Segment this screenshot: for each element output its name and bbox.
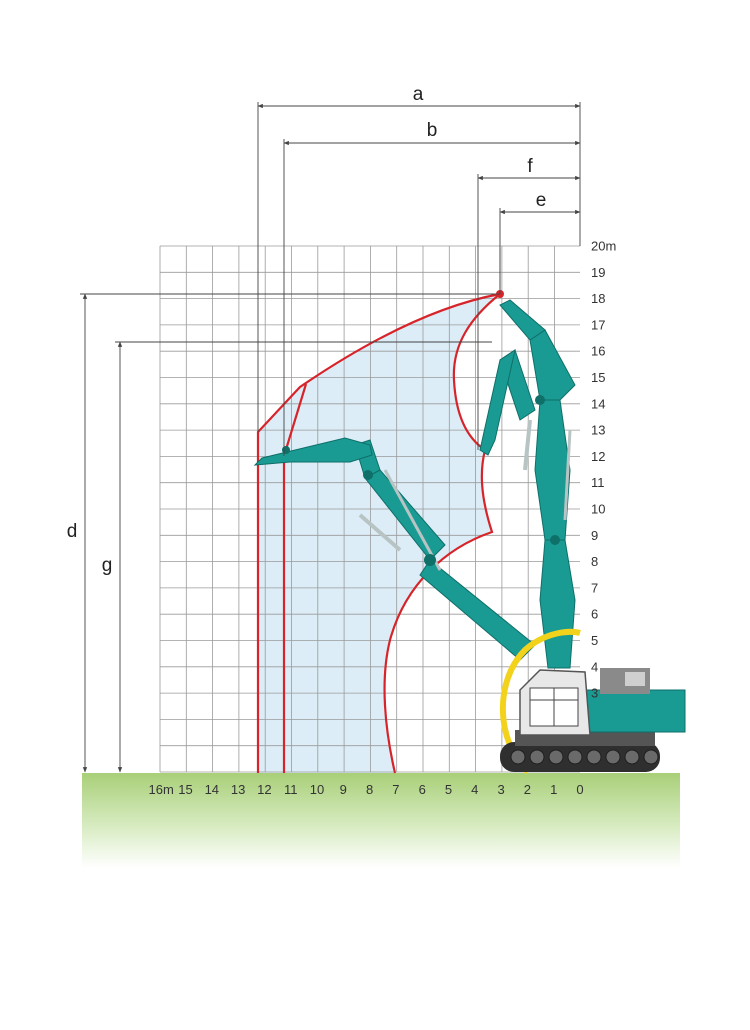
reach-tick-label: 8 <box>366 782 373 797</box>
reach-tick-label: 2 <box>524 782 531 797</box>
height-scale-labels: 20m 19 18 17 16 15 14 13 12 11 10 9 8 7 6 5 4 3 <box>591 239 616 701</box>
reach-tick-label: 5 <box>445 782 452 797</box>
reach-tick-label: 10 <box>310 782 324 797</box>
height-tick-label: 6 <box>591 607 598 622</box>
track-roller <box>548 749 564 765</box>
boom-raised-position <box>479 248 576 669</box>
track-roller <box>510 749 526 765</box>
dimension-d-label: d <box>67 521 78 542</box>
reach-tick-label: 0 <box>576 782 583 797</box>
reach-tick-label: 7 <box>392 782 399 797</box>
height-tick-label: 18 <box>591 291 605 306</box>
reach-tick-label: 4 <box>471 782 478 797</box>
height-tick-label: 13 <box>591 423 605 438</box>
boom-extended-position <box>253 437 536 661</box>
height-tick-label: 19 <box>591 265 605 280</box>
ground <box>82 773 680 868</box>
reach-tick-label: 13 <box>231 782 245 797</box>
track-roller <box>605 749 621 765</box>
height-tick-label: 16 <box>591 344 605 359</box>
height-tick-label: 14 <box>591 396 605 411</box>
dimension-lines <box>80 102 581 773</box>
track-roller <box>529 749 545 765</box>
track-roller <box>624 749 640 765</box>
reach-tick-label: 15 <box>178 782 192 797</box>
reach-tick-label: 1 <box>550 782 557 797</box>
height-tick-label: 4 <box>591 659 598 674</box>
dimension-a-label: a <box>413 84 424 105</box>
dimension-g-label: g <box>102 555 113 576</box>
height-tick-label: 10 <box>591 502 605 517</box>
reach-tick-label: 14 <box>205 782 219 797</box>
reach-tick-label: 3 <box>497 782 504 797</box>
height-tick-label: 7 <box>591 580 598 595</box>
track-roller <box>643 749 659 765</box>
height-tick-label: 15 <box>591 370 605 385</box>
reach-tick-label: 12 <box>257 782 271 797</box>
reach-tick-label: 16m <box>149 782 174 797</box>
height-tick-label: 20m <box>591 239 616 254</box>
reach-tick-label: 6 <box>419 782 426 797</box>
height-tick-label: 17 <box>591 317 605 332</box>
dimension-b-label: b <box>427 120 438 141</box>
track-roller <box>567 749 583 765</box>
height-tick-label: 11 <box>591 475 605 490</box>
dimension-f-label: f <box>527 156 533 177</box>
reach-tick-label: 9 <box>340 782 347 797</box>
reach-tick-label: 11 <box>284 782 298 797</box>
height-tick-label: 3 <box>591 686 598 701</box>
height-tick-label: 8 <box>591 554 598 569</box>
dimension-e-label: e <box>536 190 547 211</box>
excavator-body <box>500 668 686 772</box>
height-tick-label: 5 <box>591 633 598 648</box>
height-tick-label: 9 <box>591 528 598 543</box>
track-roller <box>586 749 602 765</box>
height-tick-label: 12 <box>591 449 605 464</box>
